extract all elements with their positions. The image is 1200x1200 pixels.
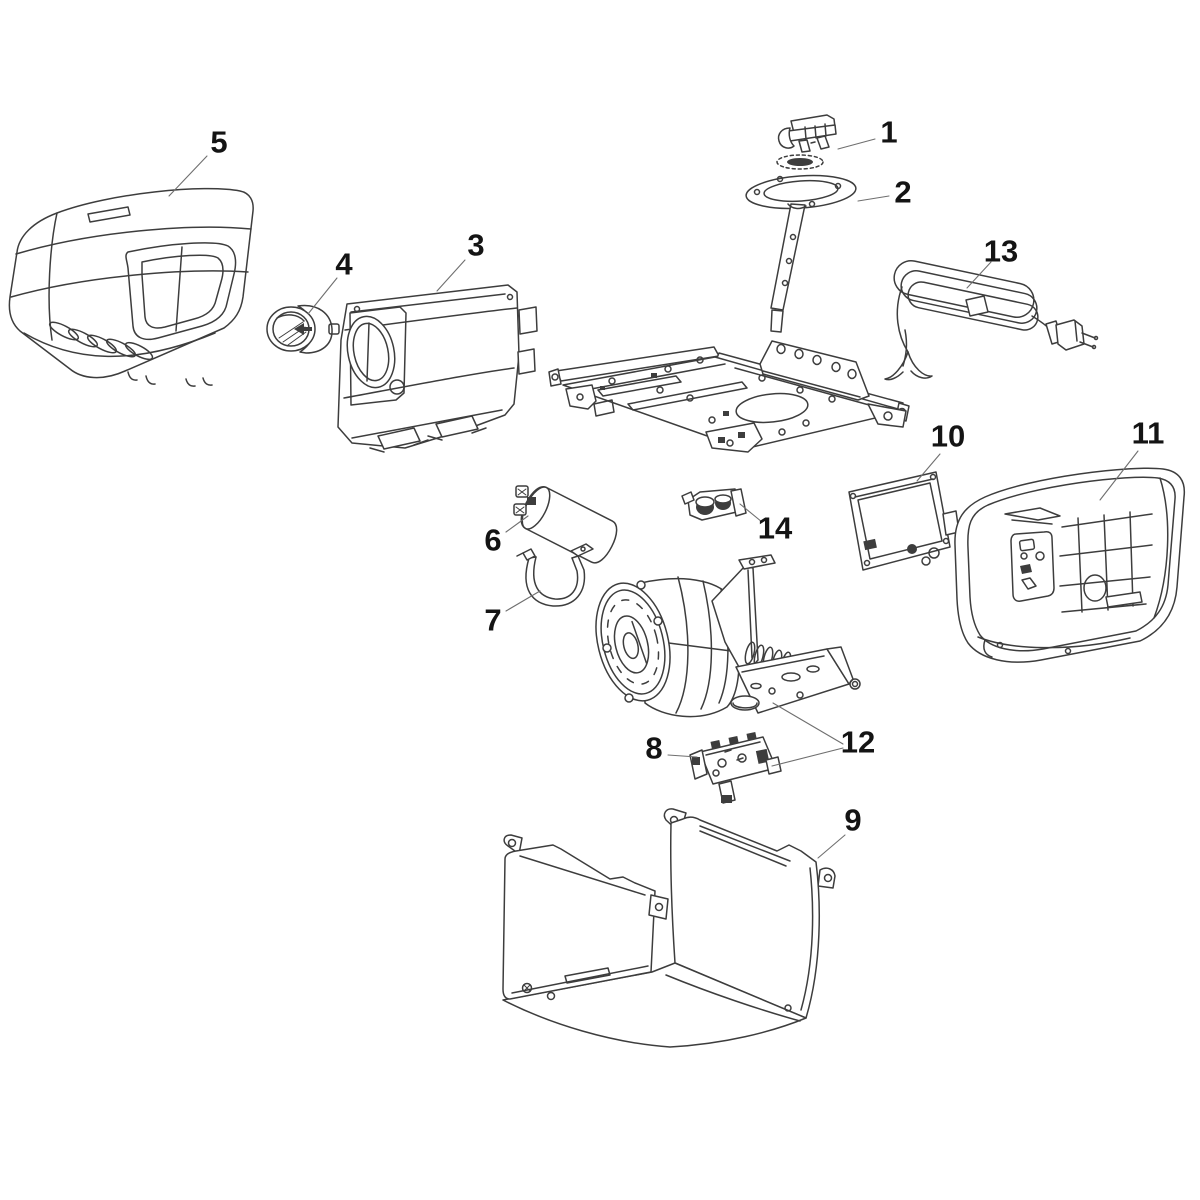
part-9-housing-box-drawing <box>502 808 836 1048</box>
part-7-capacitor-bracket-drawing <box>516 543 594 607</box>
part-8-terminal-block-drawing <box>689 732 782 804</box>
part-1-sensor-bracket-drawing <box>777 114 837 153</box>
part-label-sensor-bracket: 1 <box>880 115 897 150</box>
part-label-light-socket: 4 <box>335 247 353 282</box>
leader-line-part-7 <box>505 590 541 612</box>
leader-line-part-12 <box>771 747 844 767</box>
part-12-motor-assembly-drawing <box>595 554 861 718</box>
part-label-power-cord: 13 <box>984 234 1018 269</box>
leader-line-part-5 <box>168 155 208 197</box>
leader-line-part-6 <box>505 515 529 533</box>
part-6-capacitor-drawing <box>513 485 618 564</box>
part-label-terminal-block: 8 <box>645 731 662 766</box>
leader-line-part-11 <box>1099 450 1139 501</box>
part-label-lamp-panel-housing: 3 <box>467 228 484 263</box>
leader-line-part-1 <box>837 138 876 150</box>
part-label-motor-assembly: 12 <box>841 725 875 760</box>
leader-line-part-8 <box>667 754 698 758</box>
part-label-end-panel: 11 <box>1132 416 1165 451</box>
part-label-pulley-shaft: 2 <box>894 175 911 210</box>
leader-line-part-10 <box>916 453 941 482</box>
leader-line-part-12 <box>772 702 844 745</box>
part-label-logic-board: 10 <box>931 419 965 454</box>
leader-line-part-4 <box>307 277 338 315</box>
chassis-frame-drawing <box>548 340 910 453</box>
leader-line-part-14 <box>739 503 763 523</box>
leader-line-part-13 <box>966 261 992 289</box>
part-label-capacitor: 6 <box>484 523 501 558</box>
part-2-pulley-shaft-drawing <box>745 154 857 333</box>
part-3-lamp-panel-drawing <box>337 284 538 453</box>
part-label-housing-box: 9 <box>844 803 861 838</box>
part-10-logic-board-drawing <box>848 471 960 571</box>
part-label-switch-assembly: 14 <box>758 511 793 546</box>
leader-line-part-2 <box>857 195 890 202</box>
leader-line-part-9 <box>817 834 846 859</box>
part-14-switch-drawing <box>681 488 747 521</box>
part-4-light-socket-drawing <box>266 304 340 354</box>
part-label-capacitor-bracket: 7 <box>484 603 501 638</box>
part-13-power-cord-drawing <box>884 260 1099 381</box>
part-label-lens-cover: 5 <box>210 125 227 160</box>
part-5-lens-cover-drawing <box>8 187 254 387</box>
part-11-end-panel-drawing <box>954 467 1186 663</box>
leader-line-part-3 <box>436 259 466 292</box>
